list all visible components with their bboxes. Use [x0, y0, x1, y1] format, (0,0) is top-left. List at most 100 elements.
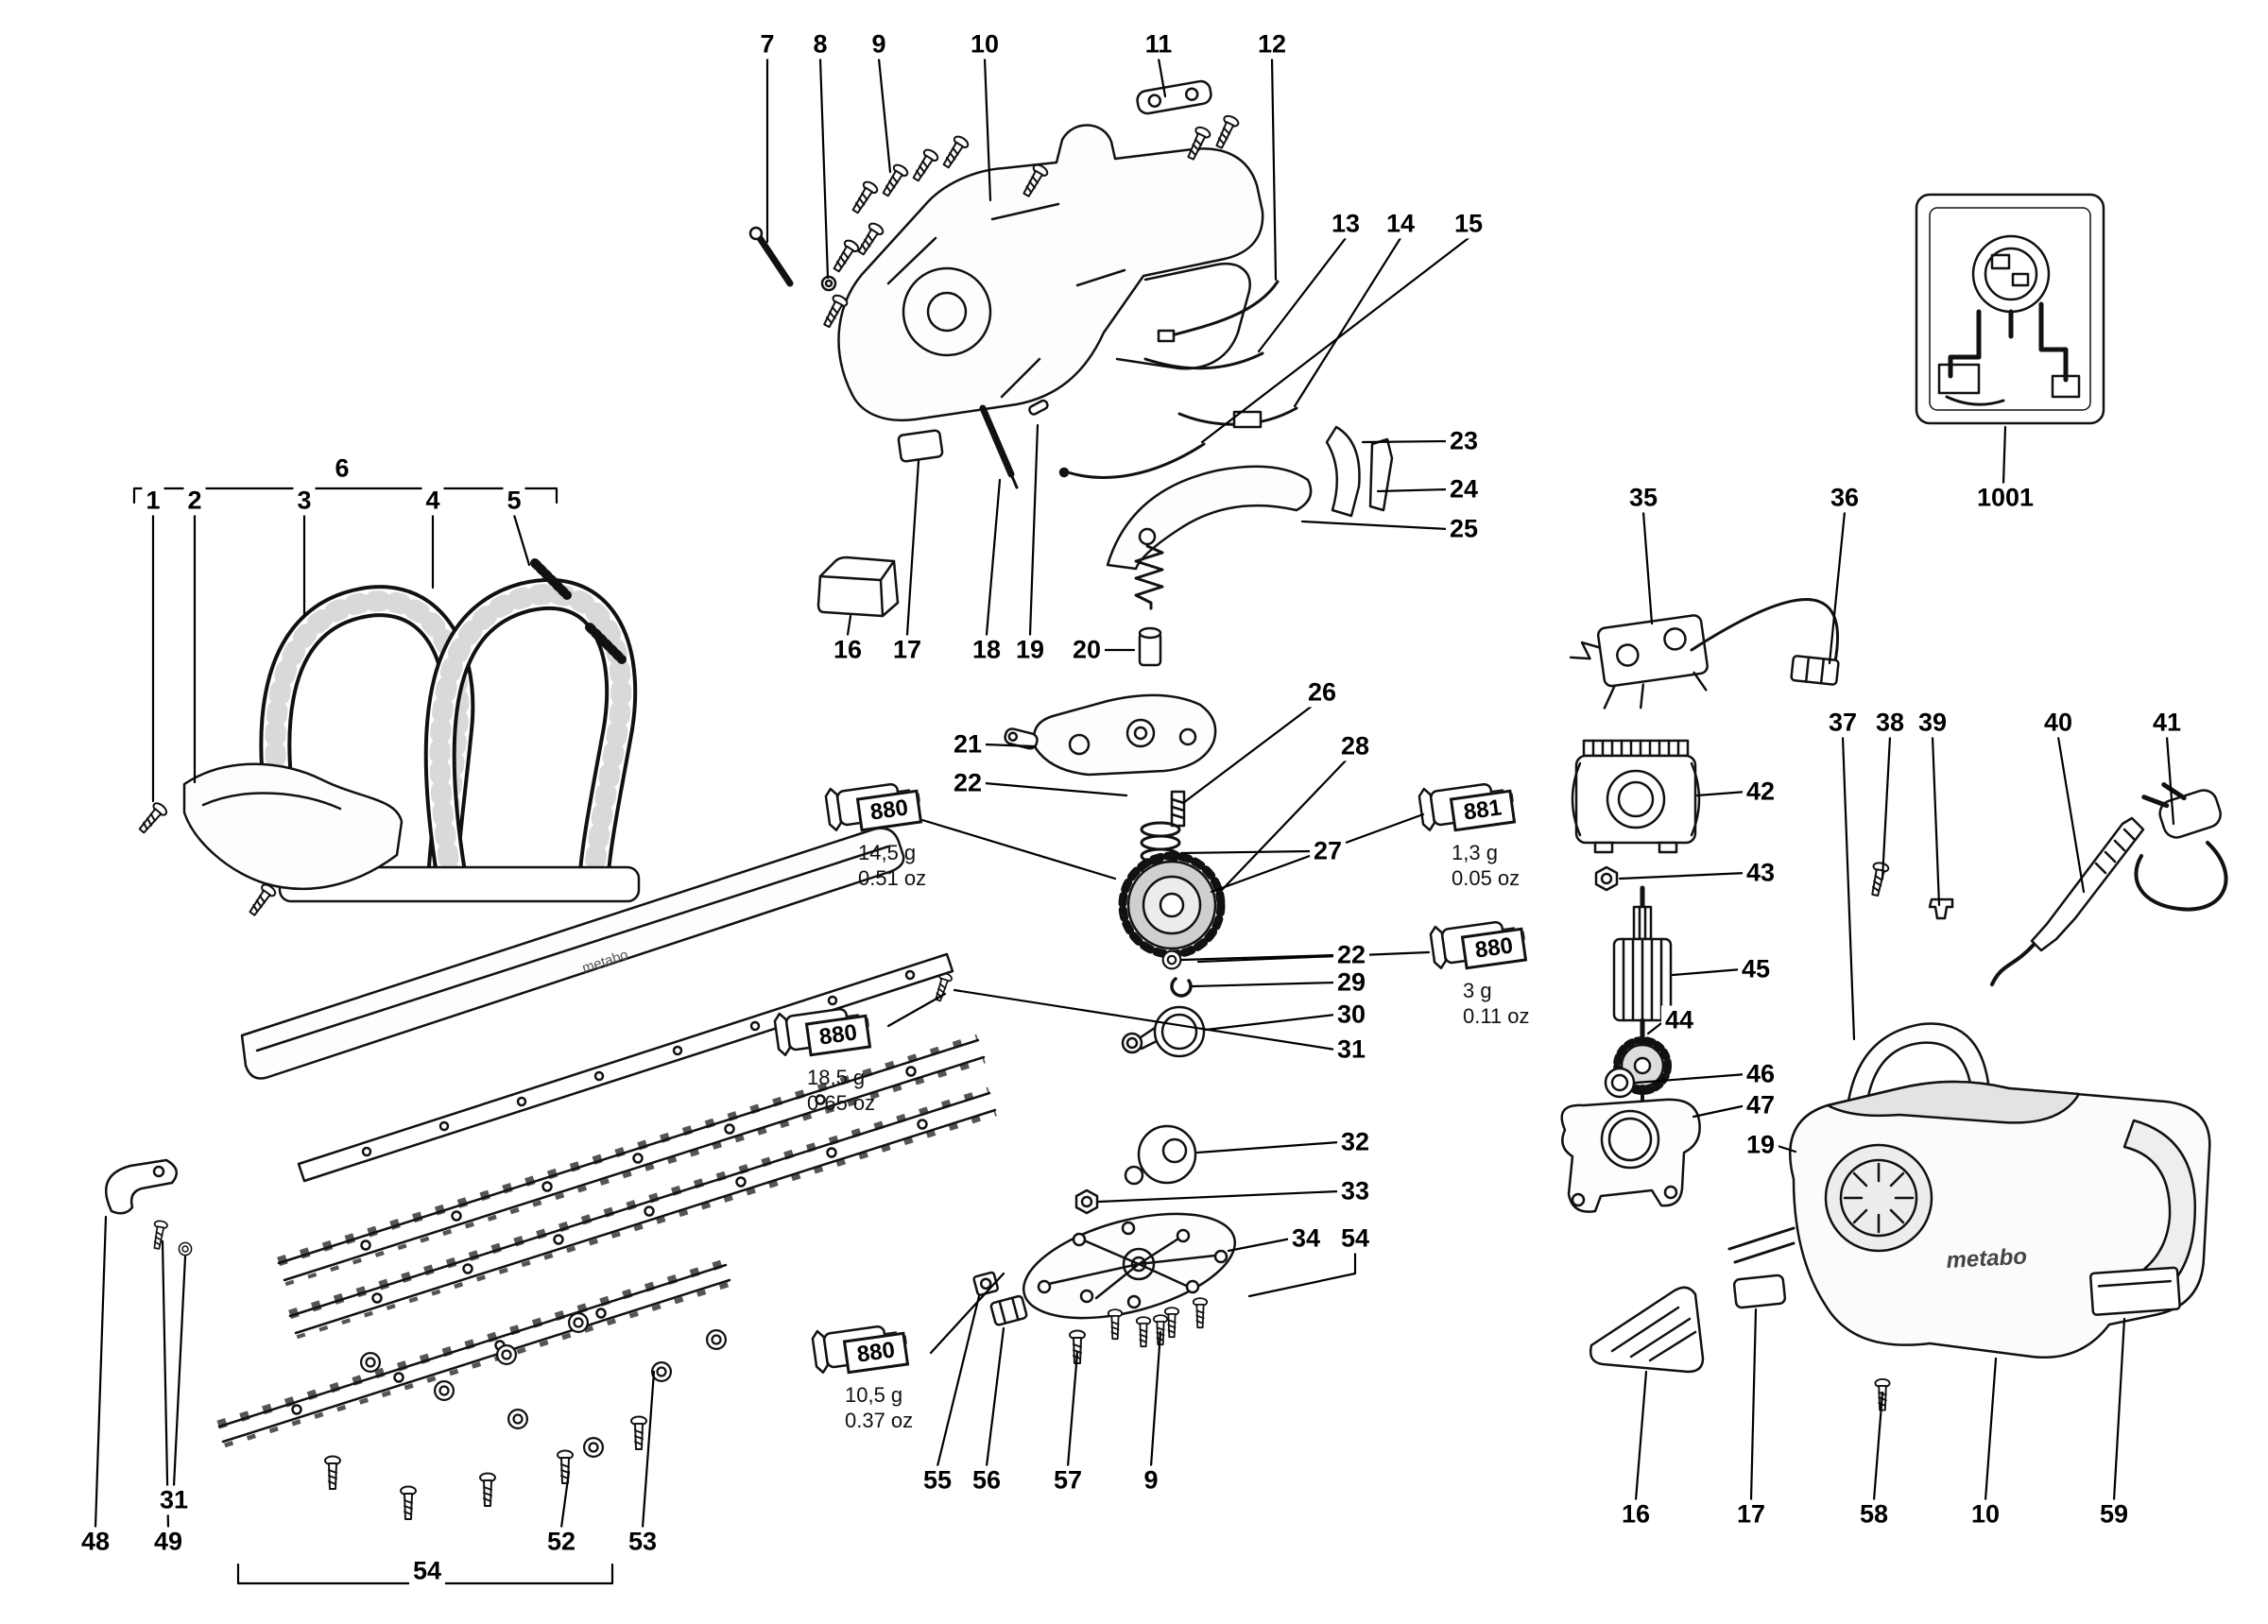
part-number-label: 40	[2039, 708, 2077, 738]
part-number-label: 12	[1253, 29, 1291, 60]
brand-text-housing: metabo	[1946, 1244, 2028, 1274]
wires-13-14-15-drawing	[1058, 351, 1298, 479]
part-number-label: 57	[1049, 1465, 1087, 1496]
pin-19-drawing	[1028, 399, 1049, 416]
plunger-spring-drawing	[1134, 527, 1164, 610]
part-number-label: 8	[809, 29, 832, 60]
part-number-label: 35	[1624, 483, 1662, 513]
grease-tube-number: 880	[842, 1331, 910, 1375]
part-number-label: 6	[331, 453, 353, 484]
part-number-label: 45	[1737, 954, 1775, 984]
part-number-label: 22	[949, 768, 987, 798]
loop-handle-4-drawing	[423, 577, 638, 900]
cord-sleeve-40-drawing	[1990, 816, 2145, 986]
part-number-label: 53	[624, 1527, 662, 1557]
part-number-label: 22	[1332, 940, 1370, 970]
part-number-label: 47	[1742, 1090, 1779, 1120]
nut-33-drawing	[1074, 1188, 1099, 1215]
rear-housing-drawing: metabo	[1727, 1080, 2211, 1359]
bracket-11-drawing	[1136, 79, 1212, 115]
grease-tube-ounces: 0.05 oz	[1452, 866, 1521, 890]
part-number-label: 9	[868, 29, 890, 60]
part-number-label: 27	[1309, 836, 1347, 866]
part-number-label: 36	[1826, 483, 1864, 513]
part-number-label: 30	[1332, 1000, 1370, 1030]
part-number-label: 9	[1140, 1465, 1162, 1496]
snap-ring-29-drawing	[1170, 977, 1193, 998]
clip-56-drawing	[989, 1294, 1028, 1326]
part-number-label: 37	[1824, 708, 1862, 738]
part-number-label: 34	[1287, 1223, 1325, 1254]
part-number-label: 31	[155, 1485, 193, 1515]
part-number-label: 19	[1742, 1130, 1779, 1160]
blade-short-drawing	[212, 1258, 737, 1448]
part-number-label: 7	[756, 29, 779, 60]
armature-44-45-drawing	[1612, 885, 1673, 1102]
blade-cover-drawing: metabo	[240, 827, 905, 1080]
grease-tube-grams: 14,5 g	[858, 841, 917, 864]
eccentric-ring-30-drawing	[1121, 1005, 1206, 1058]
part-number-label: 21	[949, 729, 987, 760]
part-number-label: 29	[1332, 967, 1370, 998]
bearing-bracket-47-drawing	[1560, 1098, 1701, 1213]
grease-tube-grams: 3 g	[1463, 979, 1492, 1002]
part-number-label: 10	[966, 29, 1004, 60]
grease-tube-ounces: 0.51 oz	[858, 866, 927, 890]
blade-lower-drawing	[282, 1086, 1003, 1340]
part-number-label: 4	[421, 486, 444, 516]
bearing-46-drawing	[1604, 1067, 1636, 1099]
grease-tube-label: 880 18,5 g 0.65 oz	[804, 1014, 939, 1116]
front-handle-band-25-drawing	[1106, 465, 1313, 571]
wire-36-drawing	[1690, 598, 1840, 686]
block-16-drawing	[816, 556, 900, 618]
grease-tube-grams: 18,5 g	[807, 1066, 866, 1089]
pad-17-drawing	[897, 429, 944, 463]
part-number-label: 52	[542, 1527, 580, 1557]
grease-tube-ounces: 0.37 oz	[845, 1409, 914, 1432]
support-rail-drawing	[297, 952, 954, 1183]
bottom-plate-34-drawing	[1022, 1212, 1237, 1320]
brackets-23-24-drawing	[1325, 425, 1394, 518]
part-number-label: 38	[1871, 708, 1909, 738]
threaded-stud-drawing	[1170, 790, 1186, 828]
cam-plate-21-drawing	[1004, 693, 1217, 777]
part-number-label: 33	[1336, 1176, 1374, 1206]
part-number-label: 44	[1660, 1005, 1698, 1035]
part-number-label: 17	[888, 635, 926, 665]
part-number-label: 10	[1967, 1499, 2004, 1530]
part-number-label: 1	[142, 486, 164, 516]
grease-tube-label: 880 10,5 g 0.37 oz	[842, 1331, 977, 1433]
grease-tube-label: 881 1,3 g 0.05 oz	[1449, 789, 1584, 891]
grease-tube-grams: 10,5 g	[845, 1383, 903, 1407]
grease-tube-number: 880	[855, 789, 923, 832]
part-number-label: 25	[1445, 514, 1483, 544]
part-number-label: 23	[1445, 426, 1483, 456]
clamp-48-drawing	[104, 1158, 193, 1256]
part-number-label: 42	[1742, 777, 1779, 807]
part-number-label: 18	[968, 635, 1005, 665]
part-number-label: 54	[1336, 1223, 1374, 1254]
part-number-label: 54	[408, 1556, 446, 1586]
part-number-label: 39	[1914, 708, 1951, 738]
grease-tube-number: 880	[804, 1014, 872, 1057]
pin-7-drawing	[748, 226, 794, 287]
inset-box-1001-drawing	[1915, 193, 2105, 425]
cable-12-drawing	[1157, 280, 1280, 343]
grease-tube-ounces: 0.11 oz	[1463, 1004, 1530, 1028]
grease-tube-label: 880 14,5 g 0.51 oz	[855, 789, 990, 891]
washer-22-drawing	[1161, 949, 1182, 970]
grease-tube-label: 880 3 g 0.11 oz	[1460, 927, 1595, 1029]
part-number-label: 58	[1855, 1499, 1893, 1530]
part-number-label: 28	[1336, 731, 1374, 761]
part-number-label: 32	[1336, 1127, 1374, 1157]
part-number-label: 17	[1732, 1499, 1770, 1530]
brush-bridge-35-drawing	[1569, 614, 1709, 709]
cable-clamp-39-drawing	[1928, 897, 1954, 920]
pad-17-right-drawing	[1732, 1274, 1787, 1309]
spring-pins-5-drawing	[530, 558, 627, 664]
nut-43-drawing	[1594, 865, 1619, 892]
grease-tube-number: 881	[1449, 789, 1517, 832]
part-number-label: 19	[1011, 635, 1049, 665]
